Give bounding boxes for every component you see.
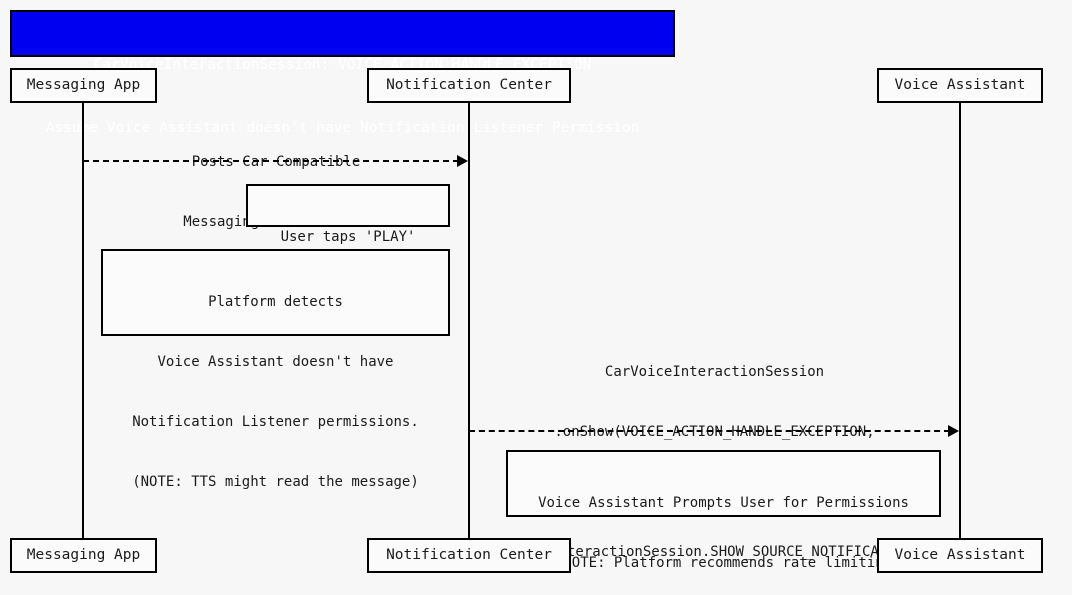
lifeline-voice-assistant	[959, 103, 961, 538]
message-label-on-show-line-1: CarVoiceInteractionSession	[604, 364, 825, 380]
message-arrow-on-show	[469, 430, 950, 432]
lifeline-messaging-app	[82, 103, 84, 538]
participant-foot-notification-center[interactable]: Notification Center	[367, 538, 571, 573]
note-prompts-user-for-permissions-line-1: Voice Assistant Prompts User for Permiss…	[538, 495, 909, 511]
note-prompts-user-for-permissions-line-2: (NOTE: Platform recommends rate limiting	[554, 555, 893, 571]
note-platform-detects-permissions-line-1: Platform detects	[208, 294, 343, 310]
message-label-on-show: CarVoiceInteractionSession .onShow(VOICE…	[469, 322, 960, 595]
message-arrow-post-notification	[83, 160, 459, 162]
diagram-title-line-2: Assume Voice Assistant doesn't have Noti…	[45, 120, 640, 136]
note-platform-detects-permissions-line-2: Voice Assistant doesn't have	[157, 354, 394, 370]
note-platform-detects-permissions: Platform detects Voice Assistant doesn't…	[101, 249, 450, 490]
diagram-title: CarVoiceInteractionSession: VOICE_ACTION…	[10, 10, 675, 136]
participant-head-messaging-app[interactable]: Messaging App	[10, 68, 157, 103]
note-prompts-user-for-permissions: Voice Assistant Prompts User for Permiss…	[506, 450, 941, 571]
message-arrowhead-post-notification	[457, 155, 468, 167]
participant-head-notification-center[interactable]: Notification Center	[367, 68, 571, 103]
participant-foot-voice-assistant[interactable]: Voice Assistant	[877, 538, 1043, 573]
message-label-on-show-line-2: .onShow(VOICE_ACTION_HANDLE_EXCEPTION,	[554, 424, 875, 440]
participant-foot-messaging-app[interactable]: Messaging App	[10, 538, 157, 573]
participant-head-voice-assistant[interactable]: Voice Assistant	[877, 68, 1043, 103]
note-platform-detects-permissions-line-4: (NOTE: TTS might read the message)	[132, 474, 419, 490]
lifeline-notification-center	[468, 103, 470, 538]
note-user-taps-play: User taps 'PLAY' on Msg Notification	[246, 184, 450, 305]
note-platform-detects-permissions-line-3: Notification Listener permissions.	[132, 414, 419, 430]
message-label-post-notification-line-1: Posts Car Compatible	[191, 154, 361, 170]
note-user-taps-play-line-1: User taps 'PLAY'	[280, 229, 416, 245]
message-label-on-show-line-4: VoiceInteractionSession.SHOW_SOURCE_NOTI…	[507, 544, 921, 560]
message-arrowhead-on-show	[948, 425, 959, 437]
